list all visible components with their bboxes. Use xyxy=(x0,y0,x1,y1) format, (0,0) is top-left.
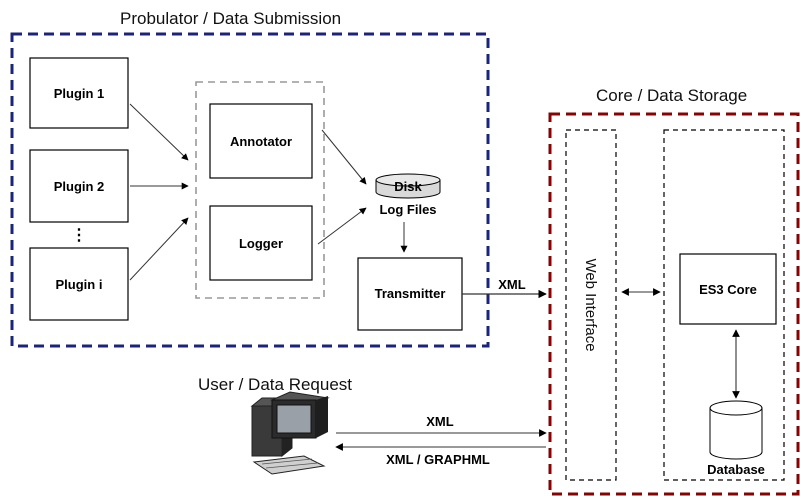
database-cylinder-icon xyxy=(709,400,763,460)
plugin-1-to-container-arrow xyxy=(129,103,189,161)
annotator-to-disk-arrow xyxy=(321,129,367,185)
user-group-title: User / Data Request xyxy=(198,375,352,394)
user-xml-label: XML xyxy=(426,414,454,429)
probulator-group-title: Probulator / Data Submission xyxy=(120,9,341,28)
plugin-2-label: Plugin 2 xyxy=(54,179,105,194)
plugin-i-to-container-arrow xyxy=(129,217,189,281)
user-group: User / Data Request XML XML / GRAPHML xyxy=(198,375,547,475)
annotator-box: Annotator xyxy=(209,103,313,179)
probulator-group-border xyxy=(10,32,490,348)
es3-core-box: ES3 Core xyxy=(679,253,777,325)
plugin-1-box: Plugin 1 xyxy=(29,57,129,129)
transmitter-xml-label: XML xyxy=(498,277,526,292)
es3-core-label: ES3 Core xyxy=(699,282,757,297)
logger-box: Logger xyxy=(209,205,313,281)
disk-label: Disk xyxy=(394,179,422,194)
web-interface-box xyxy=(565,129,617,481)
core-group: Core / Data Storage Web Interface ES3 Co… xyxy=(548,86,800,496)
plugin-2-box: Plugin 2 xyxy=(29,149,129,223)
plugin-ellipsis: ⋮ xyxy=(71,227,87,244)
plugin-i-label: Plugin i xyxy=(56,277,103,292)
disk-cylinder-icon xyxy=(375,173,441,199)
annotator-logger-container xyxy=(195,81,325,299)
logger-to-disk-arrow xyxy=(317,207,367,245)
plugin-1-label: Plugin 1 xyxy=(54,86,105,101)
log-files-label: Log Files xyxy=(379,202,436,217)
user-xml-graphml-label: XML / GRAPHML xyxy=(386,452,490,467)
computer-workstation-icon xyxy=(250,391,330,475)
transmitter-box: Transmitter xyxy=(357,257,463,331)
web-interface-label: Web Interface xyxy=(582,258,599,351)
core-group-title: Core / Data Storage xyxy=(596,86,747,105)
probulator-group: Probulator / Data Submission Plugin 1 Pl… xyxy=(10,9,490,348)
annotator-label: Annotator xyxy=(230,134,292,149)
logger-label: Logger xyxy=(239,236,283,251)
core-group-border xyxy=(548,112,800,496)
database-label: Database xyxy=(707,462,765,477)
plugin-i-box: Plugin i xyxy=(29,247,129,321)
transmitter-label: Transmitter xyxy=(375,286,446,301)
